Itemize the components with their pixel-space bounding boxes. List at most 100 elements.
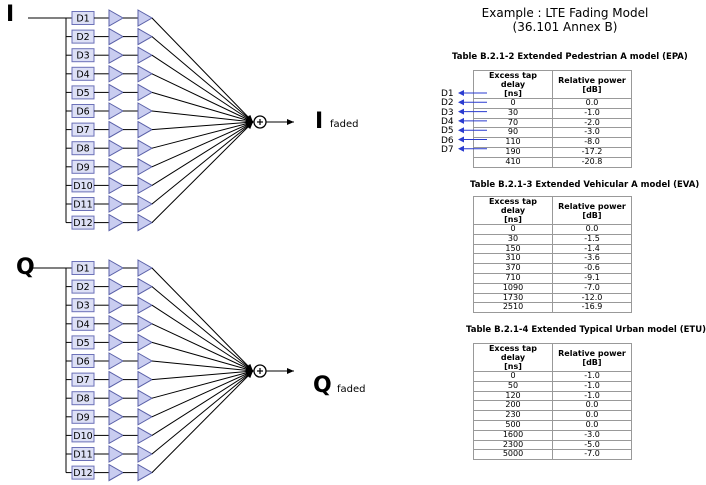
gain-amplifier-icon — [108, 139, 125, 158]
q-faded-subscript: faded — [337, 384, 366, 395]
gain-amplifier-icon — [108, 64, 125, 83]
q-tap-row-d3: D3 — [66, 296, 254, 372]
summing-line — [151, 54, 254, 123]
row-marker-label: D2 — [441, 98, 454, 109]
tap-table: Excess tap delay[ns]Relative power[dB]0-… — [473, 343, 632, 461]
table-cell: -20.8 — [552, 156, 632, 168]
summing-line — [151, 91, 254, 123]
fading-amplifier-icon — [137, 445, 154, 463]
gain-amplifier-icon — [108, 157, 125, 176]
delay-label: D1 — [76, 264, 89, 275]
i-tap-row-d4: D4 — [66, 64, 254, 123]
table-cell: -3.0 — [552, 429, 632, 441]
gain-amplifier-icon — [108, 463, 125, 482]
row-marker-label: D7 — [441, 144, 454, 155]
fading-amplifier-icon — [137, 195, 154, 213]
fading-amplifier-icon — [137, 64, 154, 83]
delay-label: D8 — [76, 144, 89, 155]
row-marker-label: D6 — [441, 135, 454, 146]
q-tap-row-d11: D11 — [66, 370, 254, 463]
table-row: 70-2.0 — [473, 117, 632, 129]
gain-amplifier-icon — [108, 9, 125, 27]
summing-line — [151, 121, 254, 223]
fading-amplifier-icon — [137, 83, 154, 102]
summing-line — [151, 369, 254, 399]
table-cell: 370 — [473, 263, 553, 274]
column-header: Excess tap delay[ns] — [473, 70, 553, 99]
q-tap-row-d5: D5 — [66, 333, 254, 372]
table-row: 1730-12.0 — [473, 292, 632, 304]
table-row: 190-17.2 — [473, 146, 632, 158]
table-row: 50-1.0 — [473, 380, 632, 392]
fading-amplifier-icon — [137, 120, 154, 139]
gain-amplifier-icon — [108, 277, 125, 296]
q-tap-row-d7: D7 — [66, 368, 254, 389]
table-row: 30-1.5 — [473, 233, 632, 245]
gain-amplifier-icon — [108, 370, 125, 389]
table-title: Table B.2.1-4 Extended Typical Urban mod… — [466, 325, 706, 335]
gain-amplifier-icon — [108, 27, 125, 46]
delay-label: D5 — [76, 338, 89, 349]
i-tap-row-d2: D2 — [66, 27, 254, 123]
fading-amplifier-icon — [137, 157, 154, 176]
delay-label: D2 — [76, 282, 89, 293]
gain-amplifier-icon — [108, 102, 125, 120]
fading-amplifier-icon — [137, 352, 154, 370]
i-tap-row-d12: D12 — [66, 121, 254, 232]
gain-amplifier-icon — [108, 120, 125, 139]
page-header: Example : LTE Fading Model (36.101 Annex… — [460, 6, 670, 34]
summing-line — [151, 120, 254, 149]
table-row: 2510-16.9 — [473, 302, 632, 314]
summing-line — [151, 110, 254, 125]
table-cell: 0 — [473, 224, 553, 235]
delay-label: D12 — [73, 218, 92, 229]
summing-line — [151, 370, 254, 455]
q-tap-row-d8: D8 — [66, 369, 254, 408]
fading-block-diagram: D1D2D3D4D5D6D7D8D9D10D11D12D1D2D3D4D5D6D… — [28, 9, 294, 482]
header-title: Example : LTE Fading Model — [481, 6, 649, 20]
fading-amplifier-icon — [137, 333, 154, 352]
table-cell: 500 — [473, 419, 553, 431]
table-row: 150-1.4 — [473, 243, 632, 255]
table-row: 710-9.1 — [473, 272, 632, 284]
gain-amplifier-icon — [108, 259, 125, 277]
q-faded-output-label: Q — [313, 373, 332, 398]
q-tap-row-d1: D1 — [66, 259, 254, 372]
gain-amplifier-icon — [108, 213, 125, 232]
delay-label: D4 — [76, 319, 89, 330]
summing-line — [151, 17, 254, 123]
i-tap-row-d11: D11 — [66, 121, 254, 213]
gain-amplifier-icon — [108, 176, 125, 195]
table-row: 1090-7.0 — [473, 282, 632, 294]
i-input-label: I — [6, 2, 15, 27]
table-cell: 710 — [473, 272, 553, 284]
table-cell: 30 — [473, 233, 553, 245]
q-tap-row-d9: D9 — [66, 370, 254, 426]
i-tap-row-d5: D5 — [66, 83, 254, 123]
fading-amplifier-icon — [137, 296, 154, 315]
delay-label: D5 — [76, 88, 89, 99]
table-cell: -8.0 — [552, 137, 632, 148]
summing-line — [151, 286, 254, 372]
table-row: 5000-7.0 — [473, 449, 632, 461]
summing-line — [151, 360, 254, 374]
summing-line — [151, 368, 254, 381]
fading-amplifier-icon — [137, 389, 154, 408]
gain-amplifier-icon — [108, 426, 125, 445]
delay-label: D7 — [76, 125, 89, 136]
table-cell: -7.0 — [552, 449, 632, 461]
i-tap-row-d9: D9 — [66, 121, 254, 176]
delay-label: D9 — [76, 412, 89, 423]
i-tap-row-d7: D7 — [66, 119, 254, 139]
q-tap-row-d10: D10 — [66, 370, 254, 445]
delay-label: D4 — [76, 69, 89, 80]
fading-amplifier-icon — [137, 9, 154, 27]
i-tap-row-d1: D1 — [66, 9, 254, 123]
delay-label: D11 — [73, 200, 92, 211]
table-row: 120-1.0 — [473, 390, 632, 402]
